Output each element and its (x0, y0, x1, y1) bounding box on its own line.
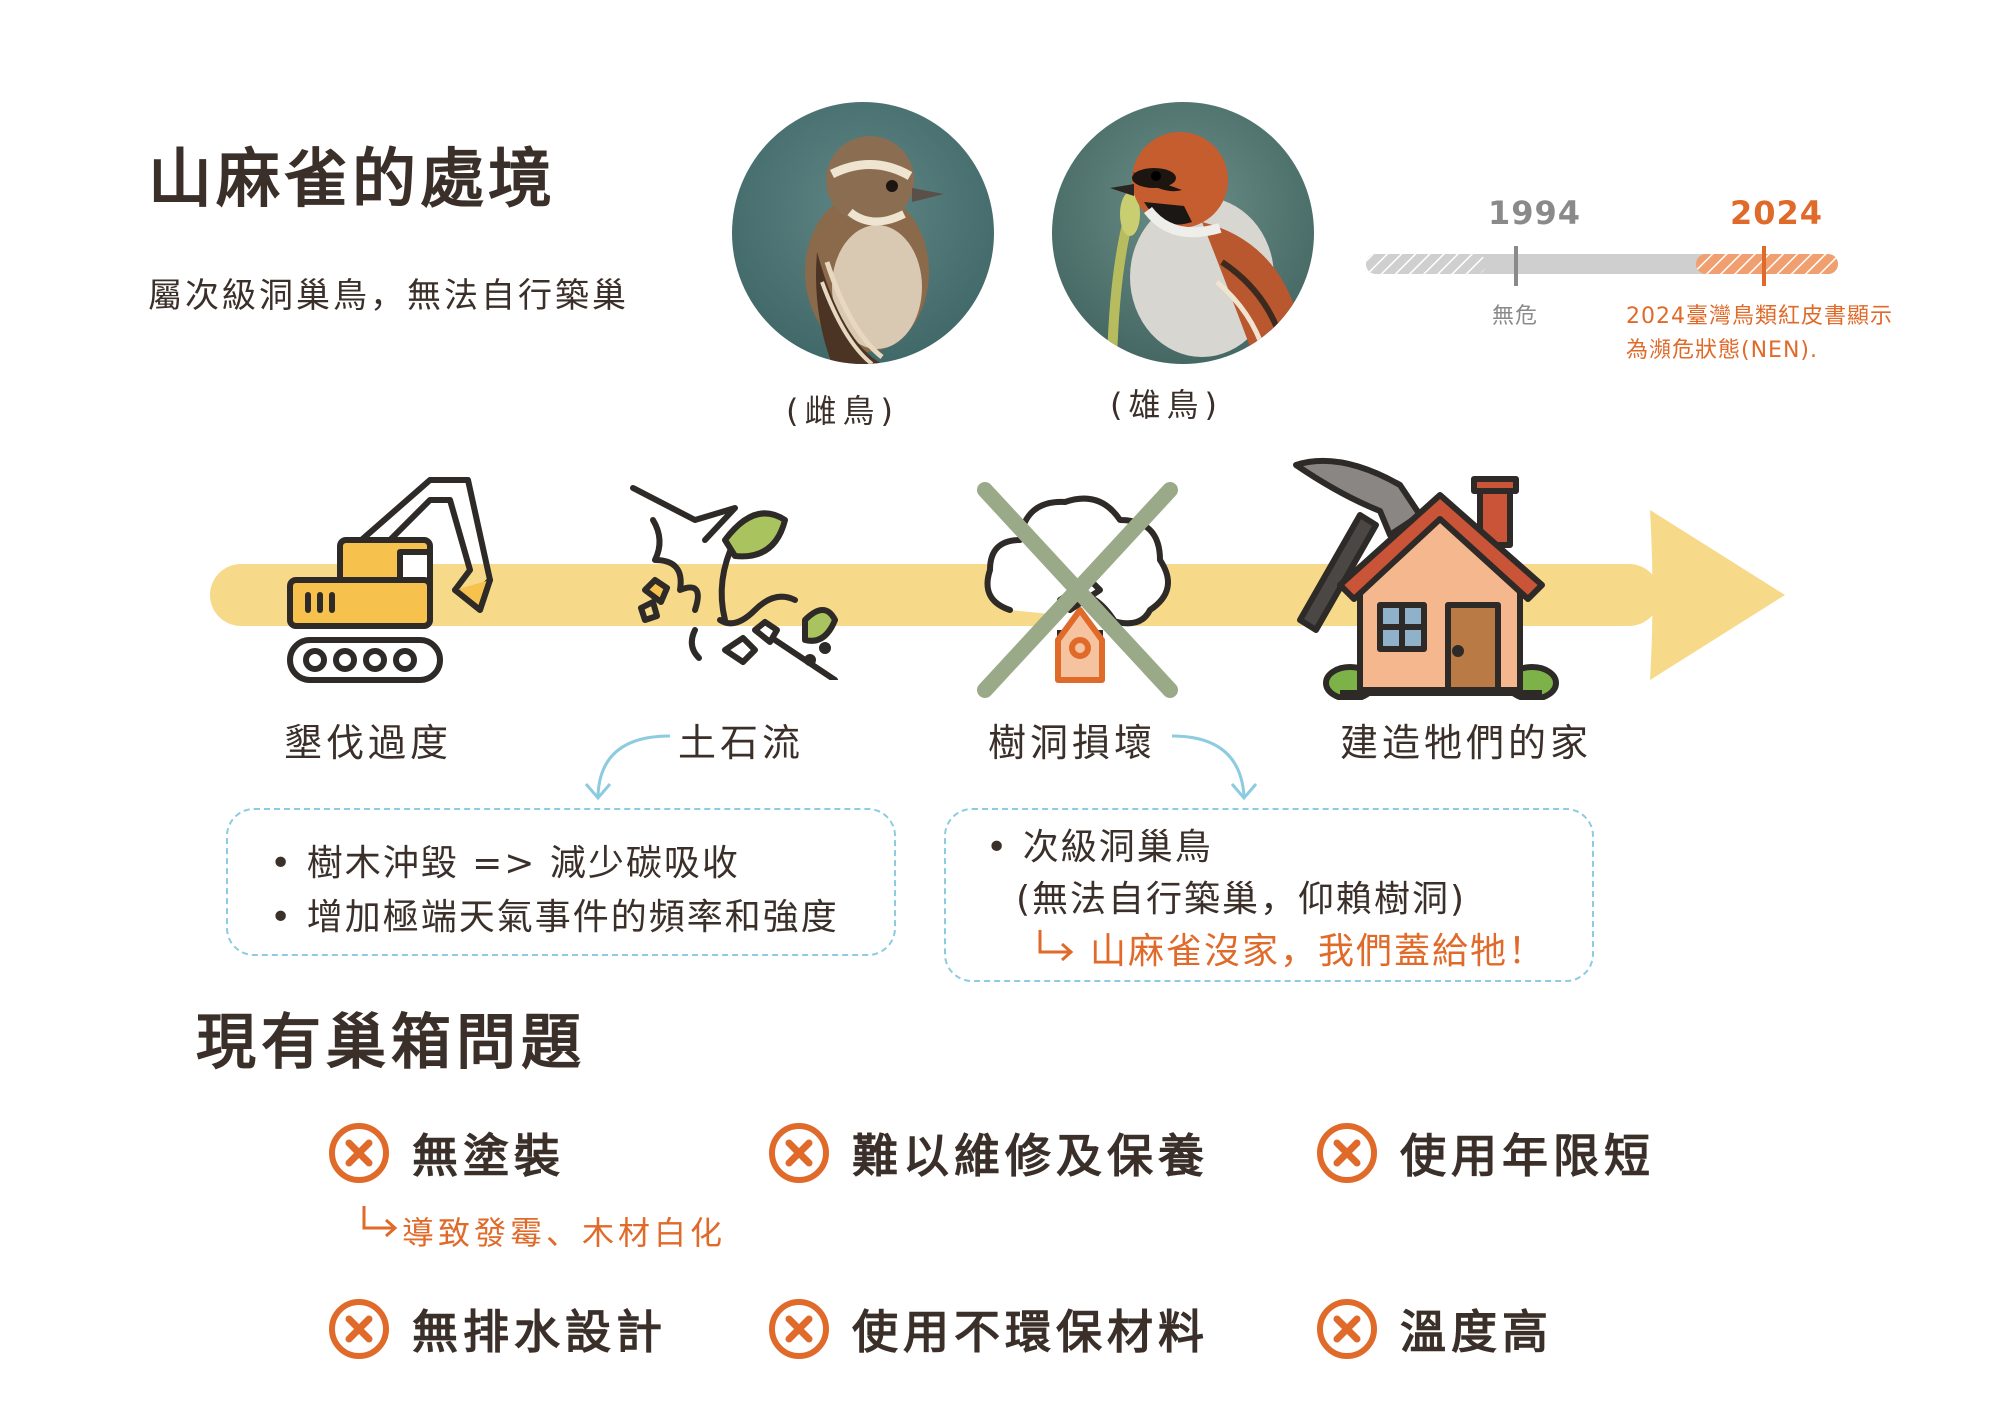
x-circle-icon (1317, 1299, 1377, 1359)
treehole-arrow-note: 山麻雀沒家，我們蓋給牠！ (1090, 931, 1547, 972)
timeline-start-year: 1994 (1488, 194, 1582, 232)
landslide-bullet-2-text: 增加極端天氣事件的頻率和強度 (306, 897, 839, 938)
excavator-icon (287, 477, 493, 683)
problems-section-title: 現有巢箱問題 (196, 1008, 586, 1078)
status-timeline-bar (1366, 246, 1838, 286)
landslide-bullet-2: • 增加極端天氣事件的頻率和強度 (270, 897, 839, 938)
male-bird-photo (1052, 102, 1314, 364)
problem-item-short-lifespan: 使用年限短 (1316, 1120, 1655, 1186)
problem-item-no-drainage: 無排水設計 (328, 1296, 667, 1362)
problem-label: 無塗裝 (412, 1129, 565, 1183)
x-circle-icon (769, 1299, 829, 1359)
connector-arrow-landslide (584, 734, 671, 801)
page-title: 山麻雀的處境 (148, 143, 556, 217)
timeline-start-status: 無危 (1492, 304, 1539, 329)
step-label-landslide: 土石流 (678, 721, 805, 765)
problem-item-no-coating: 無塗裝 (328, 1120, 565, 1186)
connector-arrow-treehole (1171, 734, 1258, 801)
x-circle-icon (1317, 1123, 1377, 1183)
treehole-bullet-1-text: 次級洞巢鳥 (1022, 827, 1213, 868)
flow-arrow (210, 510, 1785, 680)
x-circle-icon (329, 1123, 389, 1183)
problem-label: 使用不環保材料 (852, 1305, 1209, 1359)
problem-label: 溫度高 (1400, 1305, 1553, 1359)
coating-problem-note: 導致發霉、木材白化 (402, 1214, 727, 1252)
landslide-effects-box (226, 808, 896, 956)
x-circle-icon (769, 1123, 829, 1183)
timeline-end-year: 2024 (1730, 194, 1824, 232)
landslide-bullet-1-text: 樹木沖毀 => 減少碳吸收 (306, 843, 740, 884)
landslide-bullet-1: • 樹木沖毀 => 減少碳吸收 (270, 843, 740, 884)
house-hammer-icon (1293, 457, 1559, 700)
problem-label: 使用年限短 (1400, 1129, 1655, 1183)
timeline-end-note-line1: 2024臺灣鳥類紅皮書顯示 (1626, 304, 1893, 329)
landslide-icon (630, 485, 838, 680)
treehole-note-arrow-icon (1038, 930, 1074, 962)
female-bird-caption: (雌鳥) (786, 392, 899, 430)
problem-label: 難以維修及保養 (852, 1129, 1209, 1183)
treehole-bullet-1: • 次級洞巢鳥 (986, 827, 1213, 868)
treehole-effects-box (944, 808, 1594, 982)
x-circle-icon (329, 1299, 389, 1359)
problem-item-high-temperature: 溫度高 (1316, 1296, 1553, 1362)
crossed-tree-icon (977, 482, 1178, 698)
timeline-end-note-line2: 為瀕危狀態(NEN). (1626, 338, 1818, 363)
coating-note-arrow-icon (362, 1206, 398, 1238)
treehole-bullet-1-sub: (無法自行築巢，仰賴樹洞) (1016, 879, 1467, 920)
problem-item-non-eco-material: 使用不環保材料 (768, 1296, 1209, 1362)
step-label-excavation: 墾伐過度 (284, 721, 453, 765)
female-bird-photo (732, 102, 994, 364)
page-subtitle: 屬次級洞巢鳥，無法自行築巢 (148, 276, 629, 316)
step-label-treehole-damage: 樹洞損壞 (988, 721, 1157, 765)
step-label-build-home: 建造牠們的家 (1340, 721, 1593, 765)
male-bird-caption: (雄鳥) (1110, 386, 1223, 424)
problem-item-hard-to-maintain: 難以維修及保養 (768, 1120, 1209, 1186)
problem-label: 無排水設計 (412, 1305, 667, 1359)
